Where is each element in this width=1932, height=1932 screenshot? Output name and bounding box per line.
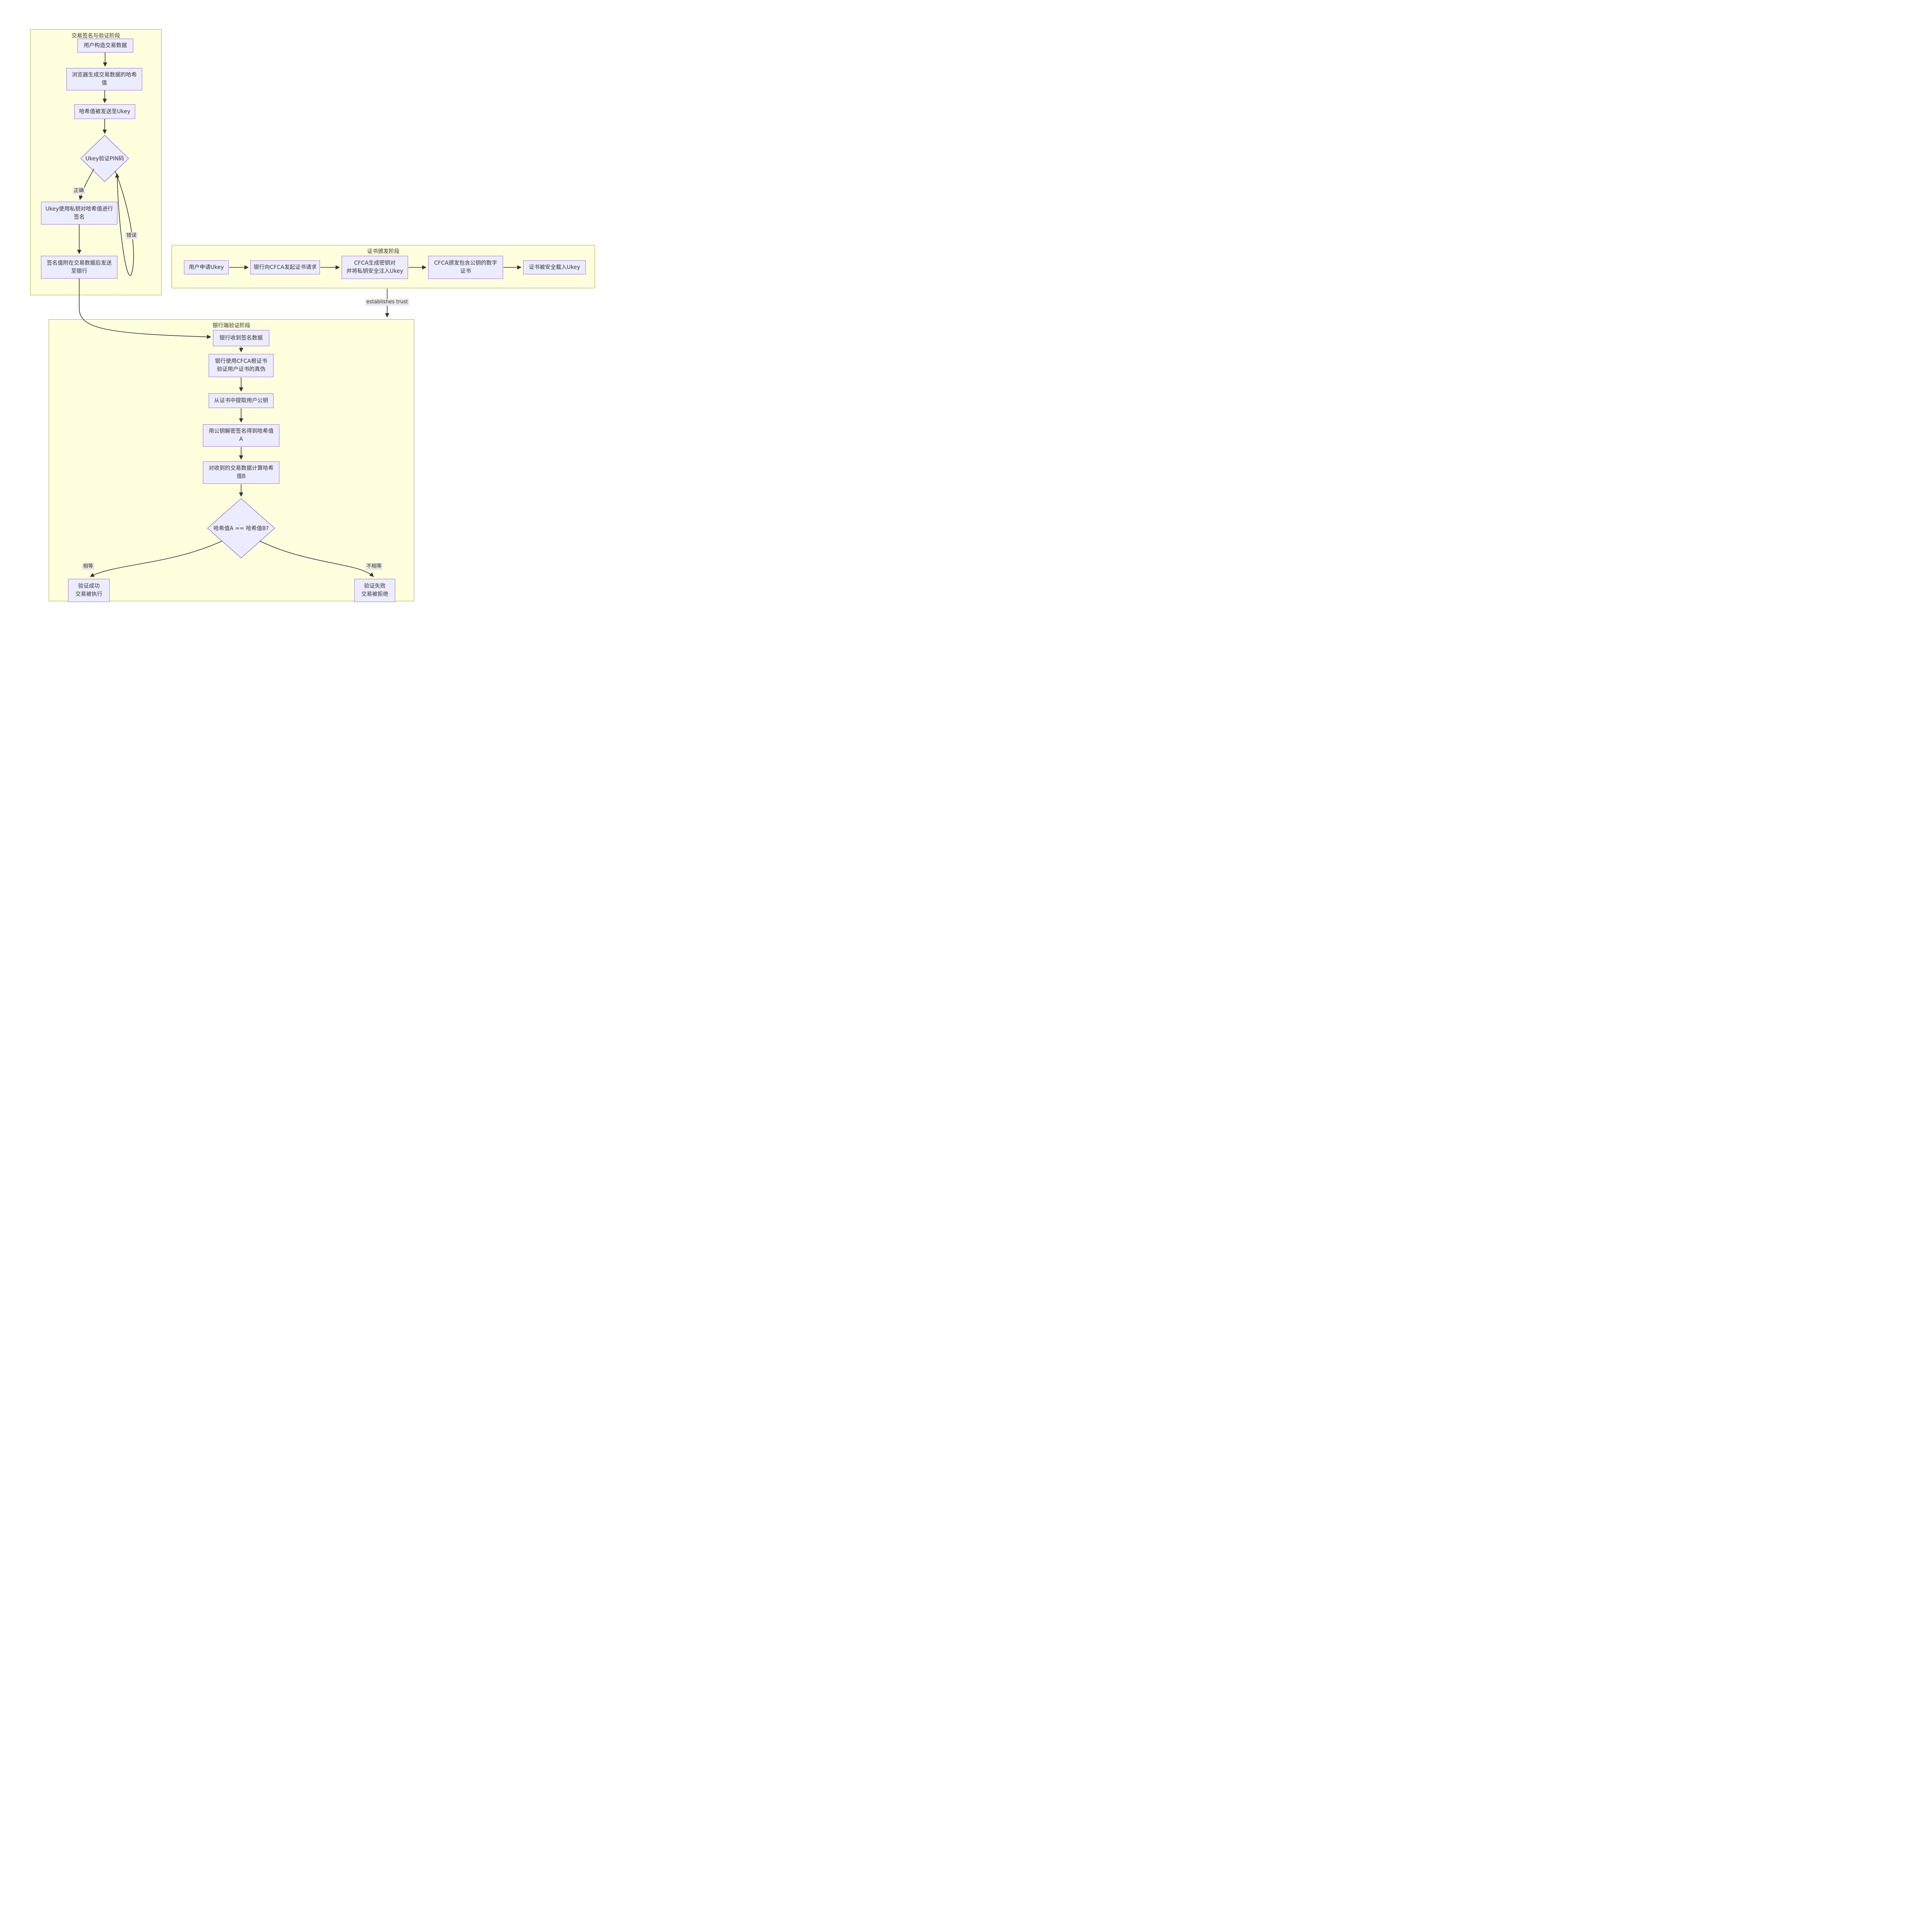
node-ukey-sign: Ukey使用私钥对哈希值进行 签名 bbox=[41, 202, 117, 224]
node-cfca-keypair: CFCA生成密钥对 并将私钥安全注入Ukey bbox=[342, 256, 408, 279]
node-attach-send: 签名值附在交易数据后发送 至银行 bbox=[41, 256, 117, 279]
node-calc-hash-b: 对收到的交易数据计算哈希 值B bbox=[203, 461, 279, 484]
subgraph-bank-title: 银行端验证阶段 bbox=[213, 323, 250, 329]
subgraph-signing-title: 交易签名与验证阶段 bbox=[71, 33, 120, 39]
edge-label-not-equal: 不相等 bbox=[365, 563, 383, 570]
node-browser-hash: 浏览器生成交易数据的哈希 值 bbox=[66, 68, 142, 90]
node-verify-fail: 验证失败 交易被拒绝 bbox=[354, 579, 395, 602]
node-hash-to-ukey: 哈希值被发送至Ukey bbox=[74, 104, 135, 119]
node-cfca-issue: CFCA颁发包含公钥的数字 证书 bbox=[428, 256, 503, 279]
edge-label-equal: 相等 bbox=[82, 563, 95, 570]
flowchart-canvas: 交易签名与验证阶段 证书颁发阶段 银行端验证阶段 bbox=[0, 0, 631, 639]
subgraph-issuance-title: 证书颁发阶段 bbox=[367, 248, 400, 255]
node-bank-receive: 银行收到签名数据 bbox=[213, 330, 269, 346]
node-bank-cfca-request: 银行向CFCA发起证书请求 bbox=[250, 260, 320, 274]
node-verify-ok: 验证成功 交易被执行 bbox=[68, 579, 110, 602]
node-extract-pubkey: 从证书中提取用户公钥 bbox=[209, 393, 274, 408]
node-bank-verify-cert: 银行使用CFCA根证书 验证用户证书的真伪 bbox=[209, 354, 274, 377]
node-decrypt-sig: 用公钥解密签名得到哈希值 A bbox=[203, 424, 279, 447]
node-cert-loaded: 证书被安全载入Ukey bbox=[523, 260, 586, 274]
node-user-build: 用户构造交易数据 bbox=[77, 39, 133, 53]
edge-label-correct: 正确 bbox=[72, 187, 85, 194]
edge-label-wrong: 错误 bbox=[125, 232, 138, 239]
node-pin-check-label: Ukey验证PIN码 bbox=[85, 156, 124, 162]
node-apply-ukey: 用户申请Ukey bbox=[184, 260, 229, 274]
node-hash-compare-label: 哈希值A == 哈希值B? bbox=[213, 526, 269, 532]
edge-label-establishes-trust: establishes trust bbox=[365, 299, 409, 306]
